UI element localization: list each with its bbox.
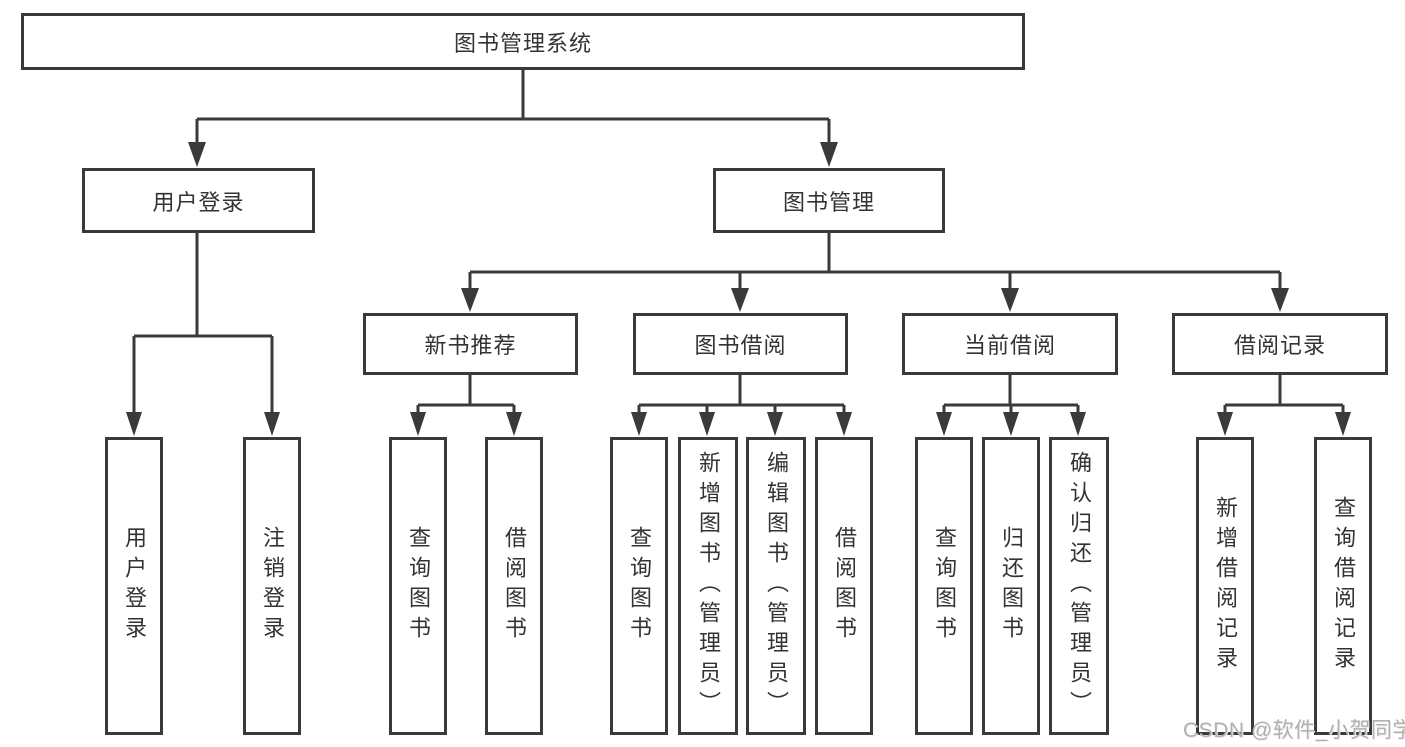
node-user-login: 用户登录 — [82, 168, 315, 233]
leaf-return-books: 归还图书 — [982, 437, 1040, 735]
node-label: 图书借阅 — [694, 333, 787, 358]
leaf-label: 借阅图书 — [502, 526, 527, 646]
leaf-label: 查询借阅记录 — [1331, 496, 1356, 676]
leaf-label: 查询图书 — [406, 526, 431, 646]
leaf-label: 编辑图书（管理员） — [764, 451, 789, 721]
leaf-confirm-return-admin: 确认归还（管理员） — [1049, 437, 1109, 735]
leaf-label: 确认归还（管理员） — [1067, 451, 1092, 721]
leaf-query-borrow-record: 查询借阅记录 — [1314, 437, 1372, 735]
leaf-label: 查询图书 — [932, 526, 957, 646]
node-book-borrowing: 图书借阅 — [633, 313, 848, 375]
leaf-edit-books-admin: 编辑图书（管理员） — [746, 437, 806, 735]
leaf-add-books-admin: 新增图书（管理员） — [678, 437, 738, 735]
node-new-book-recommendation: 新书推荐 — [363, 313, 578, 375]
node-label: 借阅记录 — [1233, 333, 1326, 358]
leaf-label: 新增借阅记录 — [1213, 496, 1238, 676]
node-current-borrowing: 当前借阅 — [902, 313, 1118, 375]
node-root: 图书管理系统 — [21, 13, 1025, 70]
leaf-user-login: 用户登录 — [105, 437, 163, 735]
node-book-management: 图书管理 — [713, 168, 945, 233]
leaf-logout-login: 注销登录 — [243, 437, 301, 735]
leaf-label: 用户登录 — [122, 526, 147, 646]
leaf-borrow-books: 借阅图书 — [815, 437, 873, 735]
leaf-query-books-current: 查询图书 — [915, 437, 973, 735]
leaf-label: 新增图书（管理员） — [696, 451, 721, 721]
leaf-label: 注销登录 — [260, 526, 285, 646]
node-label: 图书管理 — [782, 189, 875, 215]
leaf-add-borrow-record: 新增借阅记录 — [1196, 437, 1254, 735]
node-borrowing-records: 借阅记录 — [1172, 313, 1388, 375]
node-label: 新书推荐 — [424, 333, 517, 358]
leaf-borrow-books-recommend: 借阅图书 — [485, 437, 543, 735]
node-label: 图书管理系统 — [453, 30, 592, 56]
node-label: 当前借阅 — [963, 333, 1056, 358]
watermark: CSDN @软件_小贺同学 — [1183, 719, 1405, 742]
leaf-label: 查询图书 — [627, 526, 652, 646]
leaf-query-books-recommend: 查询图书 — [389, 437, 447, 735]
leaf-label: 归还图书 — [999, 526, 1024, 646]
leaf-label: 借阅图书 — [832, 526, 857, 646]
leaf-query-books-borrow: 查询图书 — [610, 437, 668, 735]
node-label: 用户登录 — [152, 189, 245, 215]
